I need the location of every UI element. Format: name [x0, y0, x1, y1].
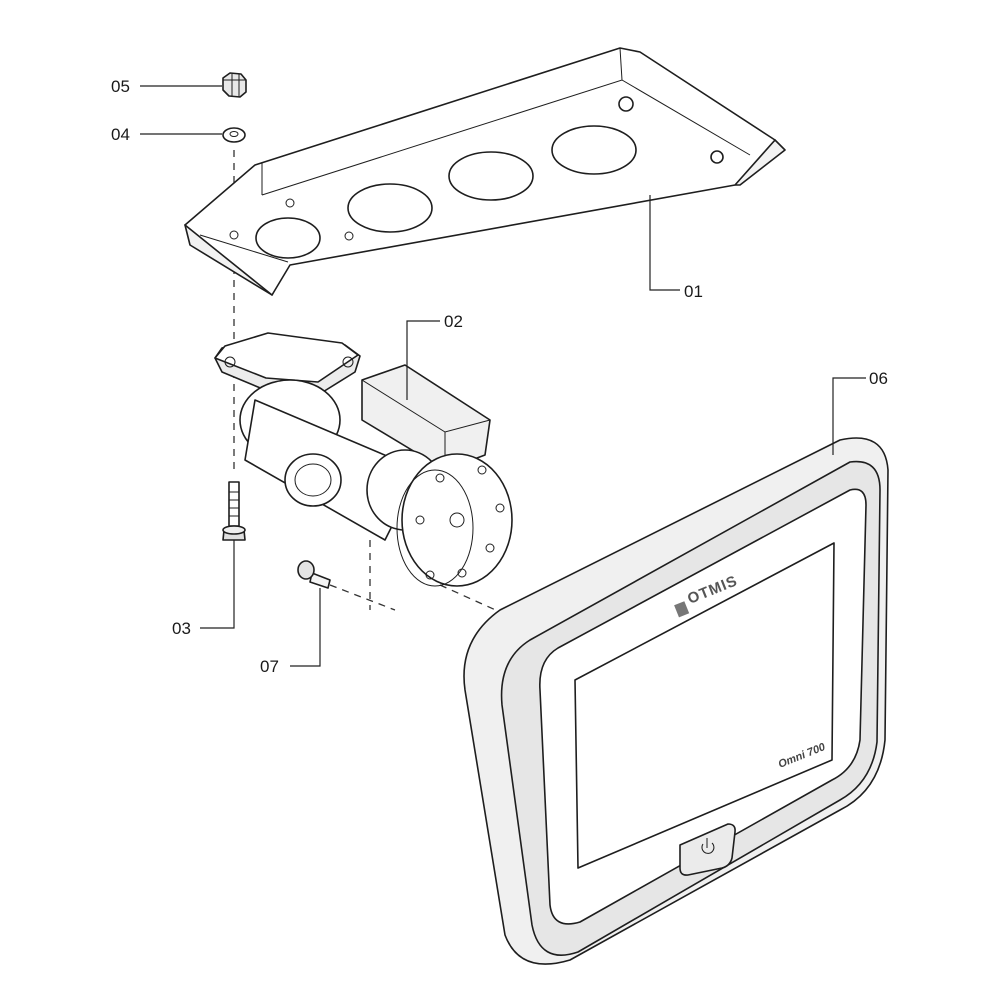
bracket-hole-2: [347, 183, 433, 233]
callout-06: 06: [869, 369, 888, 388]
bracket-plate-01: [184, 47, 786, 296]
display-unit-06: OTMIS Omni 700: [463, 437, 889, 965]
washer-04: [222, 127, 246, 143]
bracket-hole-3: [448, 151, 534, 201]
callout-01: 01: [684, 282, 703, 301]
callout-02: 02: [444, 312, 463, 331]
callout-07: 07: [260, 657, 279, 676]
bracket-hole-1: [255, 217, 321, 259]
power-button: [679, 823, 736, 876]
screw-03: [222, 481, 246, 541]
callout-05: 05: [111, 77, 130, 96]
power-icon: [701, 838, 715, 854]
bracket-hole-4: [551, 125, 637, 175]
ball-mount-02: [214, 332, 513, 587]
callout-04: 04: [111, 125, 130, 144]
screw-07: [297, 560, 331, 589]
leader-lines: [140, 85, 866, 667]
callout-03: 03: [172, 619, 191, 638]
display-screen: [574, 542, 835, 869]
hex-nut-05: [222, 72, 247, 98]
brand-logo-icon: [674, 601, 690, 618]
